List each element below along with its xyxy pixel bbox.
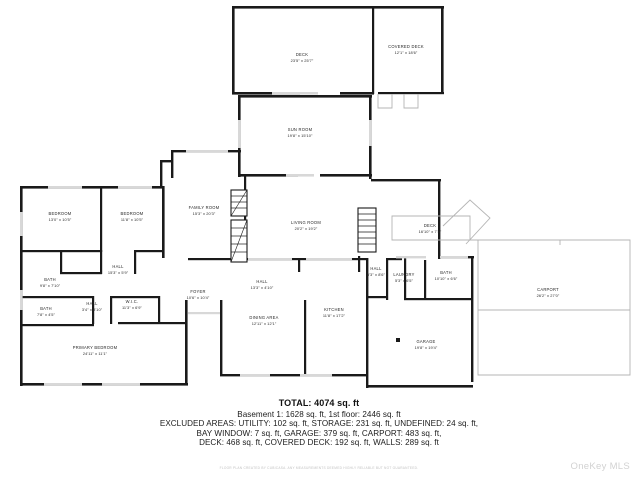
room-dim-bedroom-2: 11'8" x 10'5"	[121, 217, 144, 222]
room-label-covered-deck: COVERED DECK	[388, 44, 424, 49]
room-label-primary: PRIMARY BEDROOM	[73, 345, 118, 350]
room-label-bath-3: BATH	[40, 306, 52, 311]
room-label-garage: GARAGE	[416, 339, 435, 344]
mls-watermark: OneKey MLS	[570, 461, 630, 472]
room-label-hall-2: HALL	[256, 279, 268, 284]
room-dim-bath-2: 10'10" x 6'6"	[435, 276, 458, 281]
wall-openings	[20, 92, 468, 386]
room-dim-dining: 12'11" x 12'1"	[252, 321, 277, 326]
room-dim-hall-4: 5'3" x 8'6"	[367, 272, 386, 277]
room-label-family-room: FAMILY ROOM	[189, 205, 220, 210]
excluded-areas-3: DECK: 468 sq. ft, COVERED DECK: 192 sq. …	[199, 438, 439, 448]
room-dim-bedroom-1: 13'0" x 10'5"	[49, 217, 72, 222]
room-dim-hall-2: 13'3" x 4'10"	[251, 285, 274, 290]
excluded-areas-2: BAY WINDOW: 7 sq. ft, GARAGE: 379 sq. ft…	[196, 428, 442, 438]
total-square-feet: TOTAL: 4074 sq. ft	[278, 398, 360, 408]
room-dim-deck-right: 16'10" x 7'4"	[419, 229, 442, 234]
floor-plan-canvas: DECK 23'5" x 25'7" COVERED DECK 12'1" x …	[20, 6, 631, 388]
room-dim-bath-1: 9'8" x 7'10"	[40, 283, 61, 288]
room-dim-laundry: 5'3" x 6'5"	[395, 278, 414, 283]
area-summary: TOTAL: 4074 sq. ft Basement 1: 1628 sq. …	[0, 398, 638, 448]
room-label-bedroom-1: BEDROOM	[49, 211, 72, 216]
room-fills	[22, 8, 630, 385]
room-label-laundry: LAUNDRY	[393, 272, 414, 277]
room-label-bath-2: BATH	[440, 270, 452, 275]
disclaimer-text: FLOOR PLAN CREATED BY CUBICASA. ANY MEAS…	[219, 466, 419, 470]
room-dim-carport: 26'2" x 27'0"	[537, 293, 560, 298]
room-label-foyer: FOYER	[190, 289, 205, 294]
room-label-kitchen: KITCHEN	[324, 307, 344, 312]
room-dim-wic: 11'3" x 6'9"	[122, 305, 143, 310]
room-label-hall-4: HALL	[370, 266, 382, 271]
room-dim-primary: 24'11" x 11'1"	[83, 351, 108, 356]
room-dim-deck-top: 23'5" x 25'7"	[291, 58, 314, 63]
room-dim-family-room: 15'3" x 20'3"	[193, 211, 216, 216]
stairs	[230, 189, 377, 263]
floor-breakdown: Basement 1: 1628 sq. ft, 1st floor: 2446…	[237, 409, 401, 419]
room-dim-living-room: 20'2" x 19'2"	[295, 226, 318, 231]
room-dim-hall-3: 3'4" x 8'10"	[82, 307, 103, 312]
room-label-sun-room: SUN ROOM	[288, 127, 313, 132]
room-dim-covered-deck: 12'1" x 18'6"	[395, 50, 418, 55]
interior-walls	[22, 176, 472, 327]
room-label-carport: CARPORT	[537, 287, 559, 292]
room-label-bath-1: BATH	[44, 277, 56, 282]
room-dim-garage: 19'8" x 19'4"	[415, 345, 438, 350]
room-label-dining: DINING AREA	[249, 315, 278, 320]
room-label-hall-3: HALL	[86, 301, 98, 306]
room-dim-bath-3: 7'8" x 4'5"	[37, 312, 56, 317]
room-dim-foyer: 10'6" x 10'4"	[187, 295, 210, 300]
floor-plan-drawing: DECK 23'5" x 25'7" COVERED DECK 12'1" x …	[20, 6, 631, 388]
garage-fixture	[396, 338, 400, 342]
deck-outlines	[377, 94, 631, 376]
room-label-deck-top: DECK	[296, 52, 308, 57]
room-label-deck-right: DECK	[424, 223, 436, 228]
room-label-wic: W.I.C.	[126, 299, 139, 304]
room-dim-kitchen: 11'8" x 17'2"	[323, 313, 346, 318]
room-label-living-room: LIVING ROOM	[291, 220, 321, 225]
room-dim-hall-1: 15'3" x 5'9"	[108, 270, 129, 275]
room-labels: DECK 23'5" x 25'7" COVERED DECK 12'1" x …	[37, 44, 560, 356]
excluded-areas-1: EXCLUDED AREAS: UTILITY: 102 sq. ft, STO…	[159, 419, 479, 429]
room-label-hall-1: HALL	[112, 264, 124, 269]
room-dim-sun-room: 19'8" x 15'10"	[288, 133, 313, 138]
room-label-bedroom-2: BEDROOM	[121, 211, 144, 216]
